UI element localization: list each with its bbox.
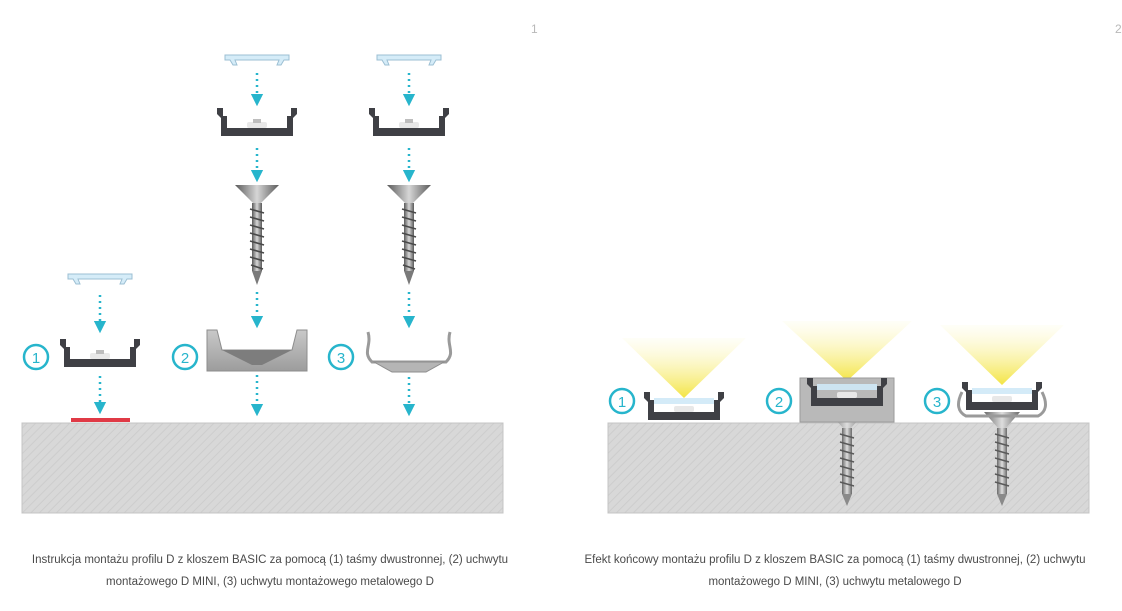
page-number: 1 xyxy=(531,22,538,36)
installation-diagram: 1 2 3 xyxy=(21,54,504,514)
screw xyxy=(386,184,432,286)
diffuser-cover xyxy=(376,54,442,66)
double-sided-tape xyxy=(71,418,130,422)
light-beam xyxy=(782,321,912,381)
step-badge-2: 2 xyxy=(765,387,793,415)
column-tape xyxy=(60,273,140,422)
step-badge-1: 1 xyxy=(22,343,50,371)
result-diagram: 1 2 3 xyxy=(607,321,1090,514)
step-badge-1: 1 xyxy=(608,387,636,415)
caption-line: Efekt końcowy montażu profilu D z klosze… xyxy=(584,554,1086,566)
installation-panel: 1 xyxy=(0,0,560,611)
step-number: 2 xyxy=(181,350,189,367)
led-profile xyxy=(962,382,1042,410)
result-metal-clip xyxy=(957,382,1047,418)
caption-line: montażowego D MINI, (3) uchwytu montażow… xyxy=(106,576,434,588)
metal-clip xyxy=(957,391,1047,418)
column-d-mini-clip xyxy=(206,54,308,417)
mounting-surface xyxy=(21,422,504,514)
light-beam xyxy=(940,325,1064,385)
light-beam xyxy=(622,338,746,398)
step-number: 1 xyxy=(618,394,626,411)
result-d-mini-clip xyxy=(799,377,895,423)
caption: Instrukcja montażu profilu D z kloszem B… xyxy=(0,549,540,593)
result-panel: 2 xyxy=(560,0,1122,611)
diffuser-cover xyxy=(67,273,133,285)
step-badge-3: 3 xyxy=(327,343,355,371)
step-number: 3 xyxy=(933,394,941,411)
caption: Efekt końcowy montażu profilu D z klosze… xyxy=(560,549,1110,593)
step-number: 1 xyxy=(32,350,40,367)
step-badge-3: 3 xyxy=(923,387,951,415)
caption-line: Instrukcja montażu profilu D z kloszem B… xyxy=(31,554,509,566)
step-number: 2 xyxy=(775,394,783,411)
column-metal-clip xyxy=(365,54,453,417)
caption-line: montażowego D MINI, (3) uchwytu metalowe… xyxy=(708,576,962,588)
step-badge-2: 2 xyxy=(171,343,199,371)
led-profile xyxy=(217,108,297,136)
metal-clip xyxy=(365,331,453,364)
led-profile xyxy=(369,108,449,136)
led-profile xyxy=(60,339,140,367)
diffuser-cover xyxy=(224,54,290,66)
step-number: 3 xyxy=(337,350,345,367)
screw xyxy=(234,184,280,286)
page-number: 2 xyxy=(1115,22,1122,36)
